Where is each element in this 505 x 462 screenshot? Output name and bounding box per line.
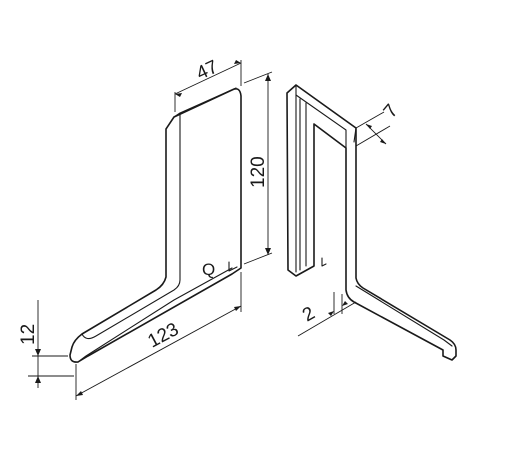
- dimension-base-height: 12: [18, 300, 74, 388]
- dim-label-base-height: 12: [18, 324, 39, 345]
- bracket-plate-thickness: [81, 112, 181, 340]
- dim-label-flange-width: 7: [380, 101, 403, 123]
- logo-mark: Q: [202, 260, 215, 279]
- bracket-plate-outline: [69, 88, 242, 363]
- channel-flange-edge: [353, 127, 357, 143]
- bracket-front-view: Q: [69, 87, 242, 363]
- dim-label-height: 120: [248, 156, 269, 188]
- corner-notch: [228, 261, 238, 272]
- bracket-side-view: [286, 84, 457, 361]
- bracket-base-edge: [77, 267, 233, 363]
- dim-label-base-length: 123: [144, 319, 182, 352]
- dimension-thickness: 2: [297, 292, 357, 337]
- dimension-flange-width: 7: [355, 101, 403, 147]
- channel-inner-line-4: [295, 94, 347, 149]
- channel-outline: [286, 84, 457, 361]
- dim-label-width-top: 47: [193, 57, 221, 85]
- channel-tab: [321, 257, 327, 267]
- dim-label-thickness: 2: [299, 303, 319, 326]
- bracket-top-bevel: [179, 87, 237, 114]
- dimension-height: 120: [243, 71, 273, 265]
- channel-base-inner: [355, 285, 453, 347]
